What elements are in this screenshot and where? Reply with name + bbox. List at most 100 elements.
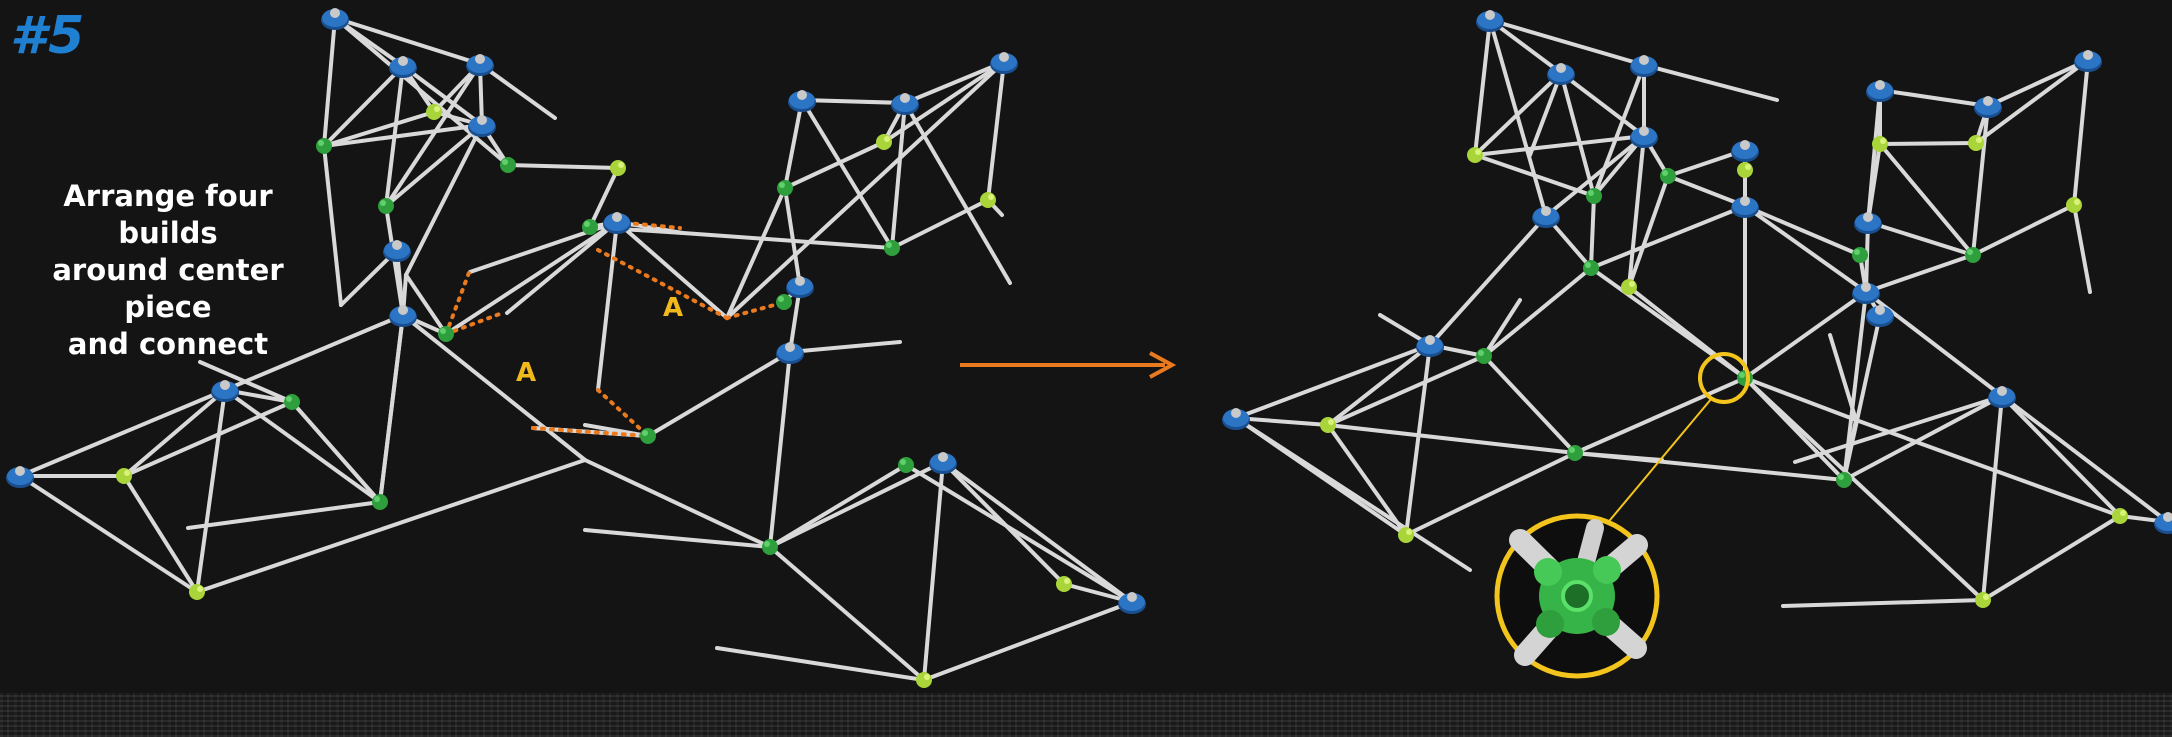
blue-connector-hub — [389, 305, 417, 327]
rod — [506, 163, 620, 170]
lime-connector-hub — [916, 672, 932, 688]
rod — [1743, 376, 1985, 602]
rod — [1482, 266, 1593, 358]
rod — [1666, 174, 1747, 208]
instruction-text: Arrange four builds around center piece … — [18, 178, 318, 363]
rod — [1793, 394, 2004, 464]
connection-guide — [596, 388, 650, 438]
green-connector-hub — [378, 198, 394, 214]
rod — [1642, 63, 1779, 102]
blue-connector-hub — [1854, 212, 1882, 234]
rod — [322, 16, 337, 148]
green-connector-hub — [898, 457, 914, 473]
rod — [505, 220, 619, 315]
lime-connector-hub — [426, 104, 442, 120]
rod — [1981, 514, 2122, 602]
rod — [223, 388, 382, 504]
rod — [890, 198, 990, 250]
instruction-line-3: and connect — [67, 327, 269, 361]
rod — [195, 388, 227, 594]
rod — [444, 220, 619, 336]
green-connector-hub — [500, 157, 516, 173]
rod — [1589, 204, 1747, 270]
green-connector-hub — [1852, 247, 1868, 263]
blue-connector-hub — [786, 276, 814, 298]
lime-connector-hub — [1737, 162, 1753, 178]
blue-connector-hub — [1866, 305, 1894, 327]
rod — [588, 166, 620, 229]
rod — [2000, 394, 2122, 518]
blue-connector-hub — [6, 466, 34, 488]
rod — [1971, 104, 1990, 257]
rod — [1559, 71, 1596, 198]
blue-connector-hub — [1222, 408, 1250, 430]
blue-connector-hub — [1731, 140, 1759, 162]
green-connector-hub — [777, 180, 793, 196]
green-connector-hub — [1586, 188, 1602, 204]
rod — [122, 474, 199, 594]
rod — [1743, 376, 1846, 482]
rod — [922, 600, 1134, 682]
lime-connector-hub — [2112, 508, 2128, 524]
blue-connector-hub — [1532, 206, 1560, 228]
rod — [1743, 290, 1868, 380]
rod — [404, 273, 448, 336]
rod — [1473, 18, 1492, 157]
rod — [322, 123, 484, 148]
rod — [882, 60, 1006, 144]
rod — [1473, 134, 1646, 157]
rod — [1842, 290, 1868, 482]
rod — [583, 528, 772, 549]
connection-guide — [444, 268, 472, 336]
rod — [2000, 394, 2170, 524]
green-connector-hub — [1476, 348, 1492, 364]
rod — [768, 460, 945, 549]
rod — [788, 340, 902, 354]
green-connector-hub — [582, 219, 598, 235]
rod — [941, 460, 1066, 586]
rod — [768, 463, 908, 549]
connection-guide — [444, 310, 507, 336]
blue-connector-hub — [788, 90, 816, 112]
rod — [1326, 423, 1577, 455]
lime-connector-hub — [876, 134, 892, 150]
rod — [2072, 58, 2090, 207]
connection-guide — [531, 426, 650, 438]
rod — [903, 101, 1012, 285]
rod — [290, 400, 382, 504]
rod — [1488, 18, 1646, 67]
blue-connector-hub — [389, 56, 417, 78]
rod — [1842, 394, 2004, 482]
blue-connector-hub — [383, 240, 411, 262]
rod — [1866, 142, 1882, 224]
blue-connector-hub — [603, 212, 631, 234]
connection-guide — [725, 300, 787, 320]
rod — [1627, 134, 1646, 289]
rod — [18, 474, 199, 594]
rod — [1828, 333, 1858, 422]
instruction-line-2: around center piece — [52, 253, 284, 324]
rod — [1488, 18, 1548, 218]
green-connector-hub — [884, 240, 900, 256]
lime-connector-hub — [116, 468, 132, 484]
rod — [1981, 394, 2004, 602]
zoom-detail-circle-icon — [1494, 352, 1750, 679]
lime-connector-hub — [1975, 592, 1991, 608]
rod — [646, 350, 792, 438]
rod — [1986, 58, 2090, 108]
rod — [768, 545, 926, 682]
rod — [1404, 451, 1577, 537]
instruction-line-1: Arrange four builds — [63, 179, 273, 250]
blue-connector-hub — [468, 115, 496, 137]
blue-connector-hub — [1547, 63, 1575, 85]
rod — [903, 60, 1006, 105]
green-connector-hub — [640, 428, 656, 444]
rod — [401, 64, 484, 127]
label-a-lower: A — [516, 358, 536, 388]
connection-guide — [596, 248, 729, 320]
green-connector-hub — [762, 539, 778, 555]
rod — [1878, 141, 1978, 146]
step-number: #5 — [10, 6, 87, 66]
